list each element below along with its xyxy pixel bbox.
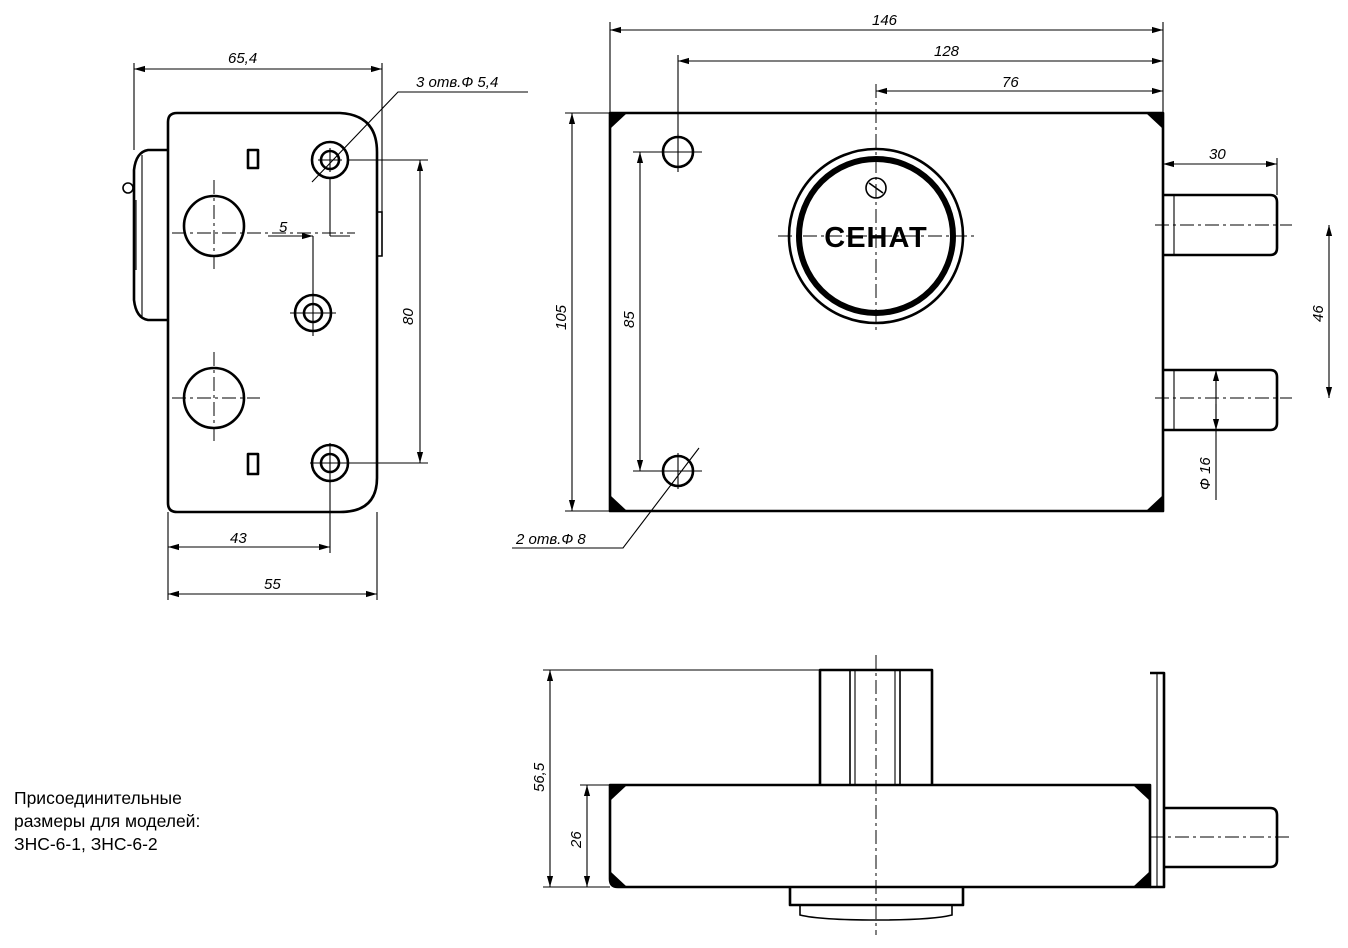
dim-total-width: 146 <box>872 12 898 29</box>
dim-height: 105 <box>553 304 570 330</box>
dim-bolt-diameter: Ф 16 <box>1197 457 1214 490</box>
lock-cylinder: СЕНАТ <box>778 84 975 330</box>
side-tab <box>377 211 383 257</box>
front-hole-top <box>660 134 702 172</box>
dim-hole-spacing-side: 80 <box>400 308 417 325</box>
cylinder-pin <box>122 182 134 194</box>
dim-body-width: 55 <box>264 576 281 593</box>
cylinder-projection <box>132 148 167 322</box>
dim-128: 128 <box>934 43 960 60</box>
side-view: 3 отв.Ф 5,4 65,4 5 80 43 55 <box>122 50 528 600</box>
front-view: СЕНАТ 146 128 76 105 <box>512 12 1333 549</box>
bottom-view: 56,5 26 <box>531 655 1290 935</box>
dim-holes-side: 3 отв.Ф 5,4 <box>416 74 498 91</box>
bolt-bottom <box>1163 368 1279 432</box>
dim-width-total: 65,4 <box>228 50 257 67</box>
mounting-hole-middle <box>290 290 336 336</box>
dim-body-depth: 26 <box>568 831 585 849</box>
cylinder-housing <box>818 668 934 785</box>
dim-76: 76 <box>1002 74 1019 91</box>
dim-hole-x: 43 <box>230 530 247 547</box>
dim-hole-spacing-front: 85 <box>621 311 638 328</box>
dim-total-depth: 56,5 <box>531 762 548 792</box>
front-body <box>608 111 1165 513</box>
side-body <box>166 111 379 514</box>
dim-offset: 5 <box>279 219 288 236</box>
dim-bolt-extension: 30 <box>1209 146 1226 163</box>
caption-line-1: Присоединительные <box>14 788 182 808</box>
slot-top <box>246 148 260 170</box>
mounting-hole-bottom <box>310 443 350 483</box>
dim-bolt-spacing: 46 <box>1310 305 1327 322</box>
caption-line-2: размеры для моделей: <box>14 811 201 831</box>
dim-holes-front: 2 отв.Ф 8 <box>515 531 586 548</box>
mounting-hole-top <box>310 140 350 180</box>
caption: Присоединительные размеры для моделей: З… <box>14 787 314 856</box>
slot-bottom <box>246 452 260 476</box>
caption-line-3: ЗНС-6-1, ЗНС-6-2 <box>14 834 158 854</box>
bottom-body <box>608 783 1152 889</box>
